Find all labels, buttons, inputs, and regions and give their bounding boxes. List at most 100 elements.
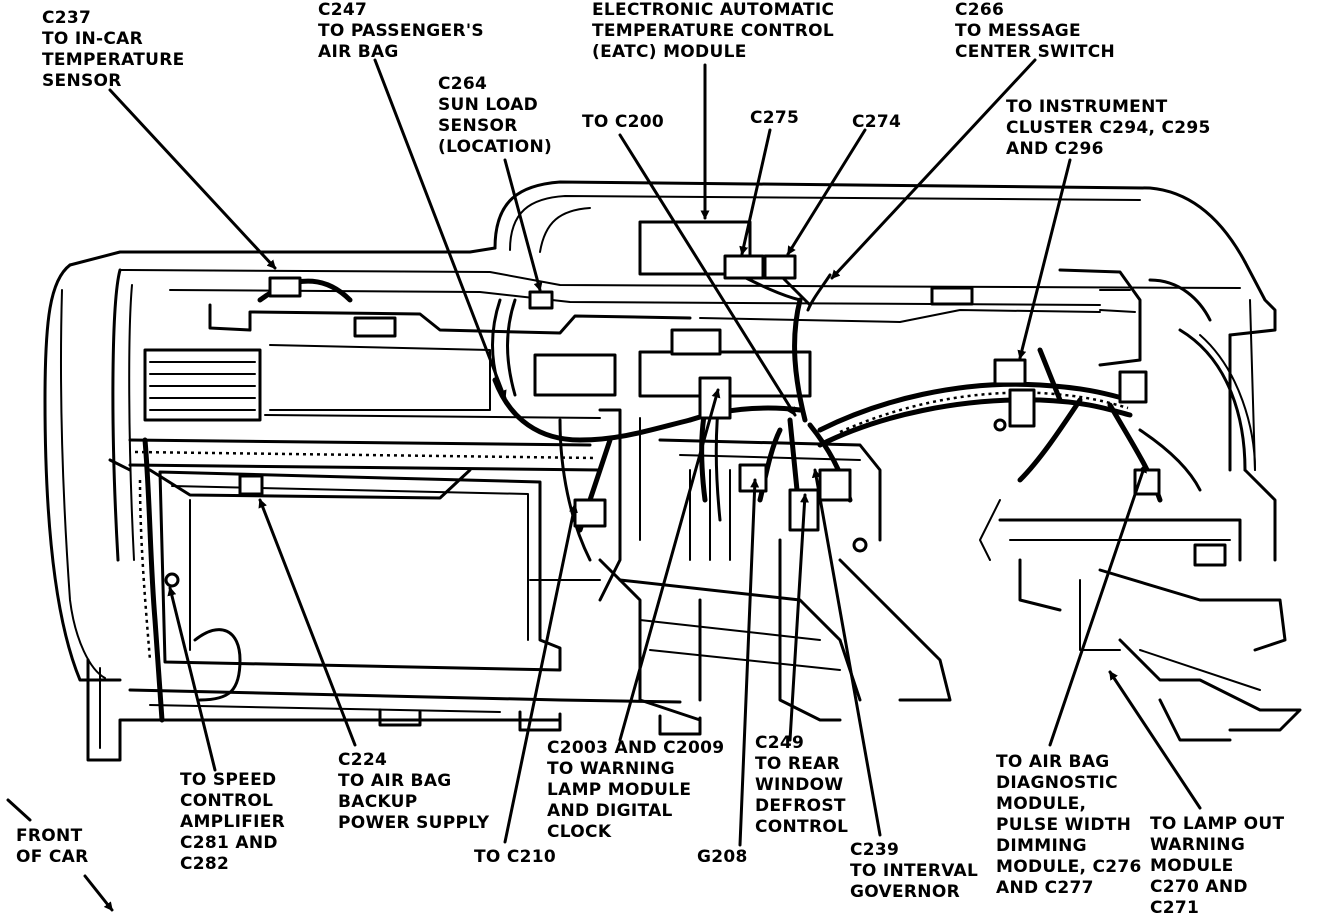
callout-line: TO AIR BAG [338,771,452,791]
leader-c239 [811,468,882,837]
callout-line: BACKUP [338,792,418,812]
callout-line: TO C210 [474,847,557,867]
callout-line: ELECTRONIC AUTOMATIC [592,0,835,20]
callout-line: SENSOR [42,71,122,91]
callout-line: (EATC) MODULE [592,42,747,62]
callout-line: C247 [318,0,368,20]
callout-line: C239 [850,840,900,860]
callout-speed-control: TO SPEED CONTROL AMPLIFIER C281 AND C282 [180,770,285,875]
callout-line: MODULE, C276 [996,857,1142,877]
callout-line: SUN LOAD [438,95,539,115]
callout-c264: C264 SUN LOAD SENSOR (LOCATION) [438,74,552,158]
callout-line: C275 [750,108,800,128]
callout-c249: C249 TO REAR WINDOW DEFROST CONTROL [755,733,848,838]
callout-line: C237 [42,8,92,28]
callout-line: DEFROST [755,796,846,816]
callout-line: DIAGNOSTIC [996,773,1118,793]
callout-line: POWER SUPPLY [338,813,490,833]
leader-lines [6,58,1202,912]
callout-line: OF CAR [16,847,89,867]
callout-instrument-cluster: TO INSTRUMENT CLUSTER C294, C295 AND C29… [1006,97,1211,160]
callout-line: CONTROL [755,817,849,837]
callout-line: TO AIR BAG [996,752,1110,772]
callout-line: C271 [1150,898,1200,918]
callout-line: TO WARNING [547,759,675,779]
leader-c249 [788,493,810,742]
callout-line: CENTER SWITCH [955,42,1116,62]
callout-air-bag-diagnostic: TO AIR BAG DIAGNOSTIC MODULE, PULSE WIDT… [996,752,1142,899]
callout-line: WINDOW [755,775,844,795]
callout-c224: C224 TO AIR BAG BACKUP POWER SUPPLY [338,750,489,834]
callout-line: CLOCK [547,822,612,842]
instrument-panel [43,180,1302,762]
callout-line: MODULE, [996,794,1087,814]
callout-line: DIMMING [996,836,1087,856]
callout-line: TEMPERATURE CONTROL [592,21,834,41]
callout-line: TO INTERVAL [850,861,979,881]
callout-line: GOVERNOR [850,882,960,902]
leader-c275 [739,128,772,256]
callout-g208: G208 [697,847,748,868]
callout-line: MODULE [1150,856,1234,876]
callout-line: G208 [697,847,748,867]
leader-speed [167,586,217,772]
callout-c247: C247 TO PASSENGER'S AIR BAG [318,0,484,63]
leader-c237 [108,88,277,270]
callout-line: C274 [852,112,902,132]
leader-c266 [830,58,1037,280]
callout-line: WARNING [1150,835,1246,855]
leader-c224 [258,498,357,747]
callout-line: C282 [180,854,230,874]
callout-line: C266 [955,0,1005,20]
front-of-car-arrow [83,874,114,912]
leader-lampout [1108,670,1202,810]
callout-to-c210: TO C210 [474,847,556,868]
callout-line: TO PASSENGER'S [318,21,484,41]
connector-c275 [723,254,765,280]
callout-c274: C274 [852,112,901,133]
callout-to-c200: TO C200 [582,112,664,133]
leader-c210 [503,503,578,844]
leader-cluster [1017,158,1072,360]
callout-line: C2003 AND C2009 [547,738,725,758]
callout-line: LAMP MODULE [547,780,692,800]
callout-line: AND C296 [1006,139,1104,159]
callout-c266: C266 TO MESSAGE CENTER SWITCH [955,0,1115,63]
callout-line: FRONT [16,826,83,846]
front-of-car-line [6,798,32,822]
callout-line: TO LAMP OUT [1150,814,1285,834]
callout-line: C249 [755,733,805,753]
callout-line: C224 [338,750,388,770]
callout-c237: C237 TO IN-CAR TEMPERATURE SENSOR [42,8,185,92]
connector-c274 [763,254,797,280]
connector-cluster [993,358,1027,386]
leader-c247 [373,58,507,400]
leader-airbagdiag [1048,463,1147,747]
callout-c275: C275 [750,108,799,129]
leader-g208 [738,478,760,847]
callout-line: TO SPEED [180,770,277,790]
callout-line: CLUSTER C294, C295 [1006,118,1211,138]
callout-line: TEMPERATURE [42,50,185,70]
callout-line: TO C200 [582,112,665,132]
callout-line: (LOCATION) [438,137,553,157]
callout-line: TO MESSAGE [955,21,1081,41]
callout-line: AMPLIFIER [180,812,286,832]
callout-line: C270 AND [1150,877,1248,897]
callout-line: AIR BAG [318,42,399,62]
callout-line: TO IN-CAR [42,29,143,49]
leader-c2003 [618,388,721,742]
leader-c200 [618,133,797,417]
callout-c239: C239 TO INTERVAL GOVERNOR [850,840,978,903]
leader-c264 [503,158,543,292]
callout-front-of-car: FRONT OF CAR [16,826,89,868]
connector-c224 [238,474,264,496]
callout-line: SENSOR [438,116,518,136]
callout-line: AND DIGITAL [547,801,673,821]
callout-line: TO REAR [755,754,841,774]
callout-line: C264 [438,74,488,94]
callout-line: PULSE WIDTH [996,815,1132,835]
callout-line: TO INSTRUMENT [1006,97,1168,117]
